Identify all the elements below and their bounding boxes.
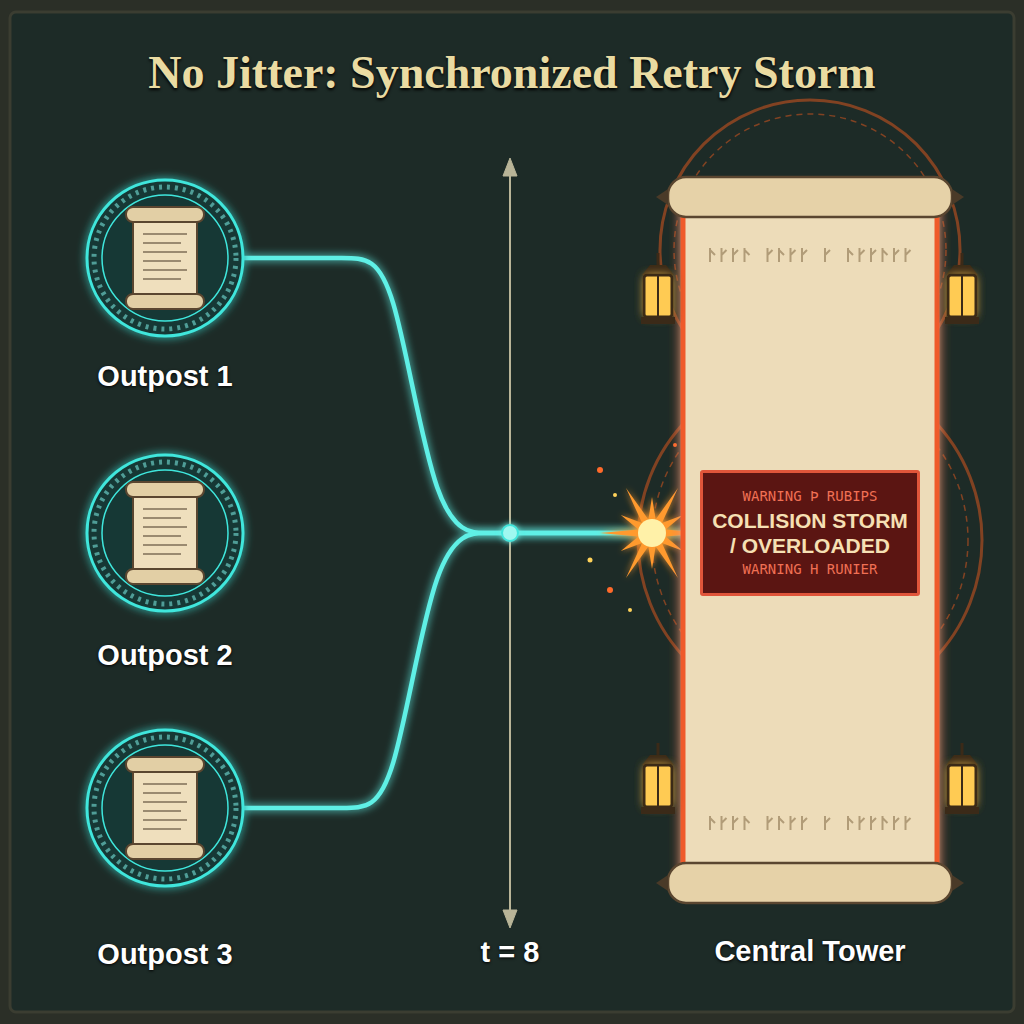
signal-line xyxy=(243,533,683,808)
outpost-circle xyxy=(85,453,245,613)
tower-node: WARNING Þ RUBIPS COLLISION STORM / OVERLO… xyxy=(640,175,980,968)
signal-line xyxy=(243,258,683,533)
rune-ring xyxy=(94,187,236,329)
rune-marks xyxy=(710,248,911,262)
scroll-roll xyxy=(656,177,964,217)
lantern xyxy=(641,253,675,324)
outpost-circle xyxy=(85,178,245,338)
inner-ring xyxy=(102,745,228,871)
lantern xyxy=(945,253,979,324)
outpost-outline xyxy=(85,728,245,888)
warning-text: COLLISION STORM / OVERLOADED xyxy=(711,508,909,558)
label-holder: t = 8 xyxy=(410,936,610,969)
scroll-icon xyxy=(126,207,204,309)
outpost-circle xyxy=(85,728,245,888)
rune-marks xyxy=(710,816,911,830)
lantern xyxy=(641,743,675,814)
outpost-ring xyxy=(87,455,243,611)
outpost-label: Outpost 1 xyxy=(97,360,232,393)
title: No Jitter: Synchronized Retry Storm xyxy=(148,46,875,99)
scroll-icon xyxy=(126,757,204,859)
title-holder: No Jitter: Synchronized Retry Storm xyxy=(0,46,1024,99)
outpost-label: Outpost 2 xyxy=(97,639,232,672)
tower-label: Central Tower xyxy=(714,935,905,968)
lantern xyxy=(945,743,979,814)
warning-rune-line: WARNING H RUNIER xyxy=(743,560,878,579)
time-axis xyxy=(503,158,517,928)
outpost-outline xyxy=(85,178,245,338)
rune-ring xyxy=(94,737,236,879)
time-label: t = 8 xyxy=(481,936,540,969)
tower-scroll xyxy=(683,199,937,881)
outpost-node: Outpost 1 xyxy=(65,178,265,393)
scroll-roll xyxy=(656,863,964,903)
warning-panel: WARNING Þ RUBIPS COLLISION STORM / OVERLO… xyxy=(700,470,920,596)
outpost-label: Outpost 3 xyxy=(97,938,232,971)
tower-shape: WARNING Þ RUBIPS COLLISION STORM / OVERLO… xyxy=(680,175,940,905)
warning-rune-line: WARNING Þ RUBIPS xyxy=(743,487,878,506)
inner-ring xyxy=(102,470,228,596)
outpost-ring xyxy=(87,180,243,336)
junction-dot xyxy=(502,525,518,541)
outpost-node: Outpost 3 xyxy=(65,728,265,971)
outpost-node: Outpost 2 xyxy=(65,453,265,672)
inner-ring xyxy=(102,195,228,321)
outpost-outline xyxy=(85,453,245,613)
ground xyxy=(10,12,1014,1012)
outpost-ring xyxy=(87,730,243,886)
scroll-icon xyxy=(126,482,204,584)
rune-ring xyxy=(94,462,236,604)
